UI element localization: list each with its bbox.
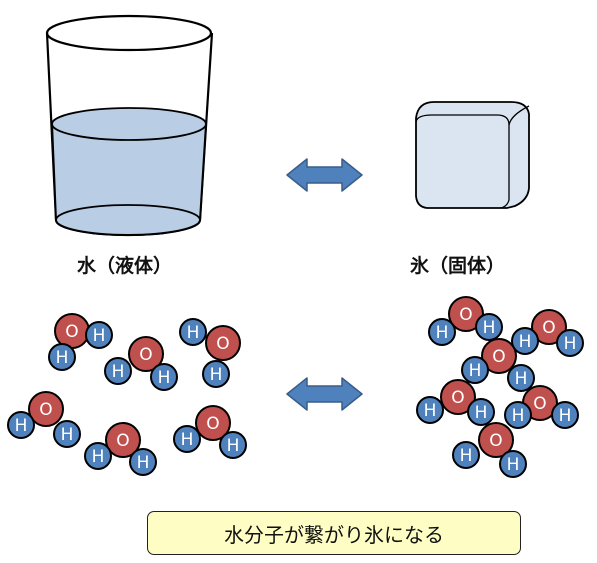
svg-text:O: O (451, 388, 464, 408)
hydrogen-atom: H (85, 321, 113, 349)
top-double-arrow-icon (286, 158, 363, 192)
water-molecule: OH H (416, 379, 495, 426)
svg-text:O: O (65, 322, 78, 342)
hydrogen-atom: H (202, 360, 230, 388)
svg-text:O: O (489, 431, 502, 451)
water-molecule: OH H (84, 422, 157, 476)
hydrogen-atom: H (173, 425, 201, 453)
svg-text:H: H (227, 436, 240, 456)
oxygen-atom: O (128, 336, 164, 372)
svg-text:O: O (542, 318, 555, 338)
water-label: 水（液体） (77, 255, 173, 277)
svg-text:O: O (206, 414, 219, 434)
hydrogen-atom: H (475, 313, 503, 341)
svg-text:H: H (483, 318, 496, 338)
svg-text:H: H (112, 362, 125, 382)
bottom-double-arrow-icon (286, 377, 363, 411)
ice-cube-icon (415, 101, 530, 209)
svg-text:H: H (92, 447, 105, 467)
ice-label: 氷（固体） (410, 255, 506, 277)
hydrogen-atom: H (7, 411, 35, 439)
svg-text:H: H (475, 403, 488, 423)
hydrogen-atom: H (104, 357, 132, 385)
svg-text:H: H (512, 406, 525, 426)
oxygen-atom: O (531, 309, 567, 345)
caption-text: 水分子が繋がり氷になる (224, 522, 444, 547)
water-molecule: OH H (428, 296, 503, 346)
svg-text:H: H (61, 425, 74, 445)
hydrogen-atom: H (467, 398, 495, 426)
water-surface (51, 107, 207, 141)
water-molecule: OH H (452, 422, 527, 478)
svg-text:H: H (515, 369, 528, 389)
hydrogen-atom: H (48, 343, 76, 371)
glass-rim (45, 14, 213, 52)
svg-text:O: O (533, 394, 546, 414)
svg-text:H: H (158, 368, 171, 388)
svg-text:H: H (15, 416, 28, 436)
svg-text:H: H (564, 334, 577, 354)
hydrogen-atom: H (461, 356, 489, 384)
oxygen-atom: O (105, 422, 141, 458)
oxygen-atom: O (478, 422, 514, 458)
oxygen-atom: O (448, 296, 484, 332)
hydrogen-atom: H (416, 396, 444, 424)
svg-text:O: O (39, 400, 52, 420)
svg-text:H: H (181, 430, 194, 450)
oxygen-atom: O (205, 325, 241, 361)
svg-text:O: O (459, 305, 472, 325)
water-molecule: OH H (511, 309, 584, 357)
svg-text:H: H (507, 455, 520, 475)
hydrogen-atom: H (150, 363, 178, 391)
water-molecule: OH H (48, 313, 113, 371)
water-molecule: OH H (179, 318, 241, 388)
hydrogen-atom: H (53, 420, 81, 448)
water-glass-icon (45, 14, 214, 237)
water-molecule: OH H (173, 405, 247, 459)
svg-text:H: H (210, 365, 223, 385)
hydrogen-atom: H (84, 442, 112, 470)
hydrogen-atom: H (556, 329, 584, 357)
svg-text:H: H (93, 326, 106, 346)
svg-text:H: H (559, 406, 572, 426)
svg-text:O: O (139, 345, 152, 365)
svg-text:H: H (424, 401, 437, 421)
water-molecule: OH H (461, 338, 535, 392)
oxygen-atom: O (54, 313, 90, 349)
water-molecule: OH H (7, 391, 81, 448)
svg-text:O: O (216, 334, 229, 354)
hydrogen-atom: H (452, 441, 480, 469)
oxygen-atom: O (440, 379, 476, 415)
water-molecule: OH H (104, 336, 178, 391)
caption-box: 水分子が繋がり氷になる (147, 511, 521, 555)
svg-text:H: H (519, 332, 532, 352)
hydrogen-atom: H (219, 431, 247, 459)
svg-text:O: O (116, 431, 129, 451)
svg-text:H: H (460, 446, 473, 466)
svg-text:H: H (137, 453, 150, 473)
hydrogen-atom: H (428, 318, 456, 346)
oxygen-atom: O (28, 391, 64, 427)
svg-text:H: H (187, 323, 200, 343)
hydrogen-atom: H (129, 448, 157, 476)
svg-text:H: H (469, 361, 482, 381)
hydrogen-atom: H (511, 327, 539, 355)
svg-text:H: H (436, 323, 449, 343)
svg-text:O: O (492, 347, 505, 367)
svg-text:H: H (56, 348, 69, 368)
oxygen-atom: O (481, 338, 517, 374)
hydrogen-atom: H (504, 401, 532, 429)
hydrogen-atom: H (507, 364, 535, 392)
oxygen-atom: O (195, 405, 231, 441)
hydrogen-atom: H (179, 318, 207, 346)
water-molecule: OH H (504, 385, 579, 429)
hydrogen-atom: H (499, 450, 527, 478)
hydrogen-atom: H (551, 401, 579, 429)
